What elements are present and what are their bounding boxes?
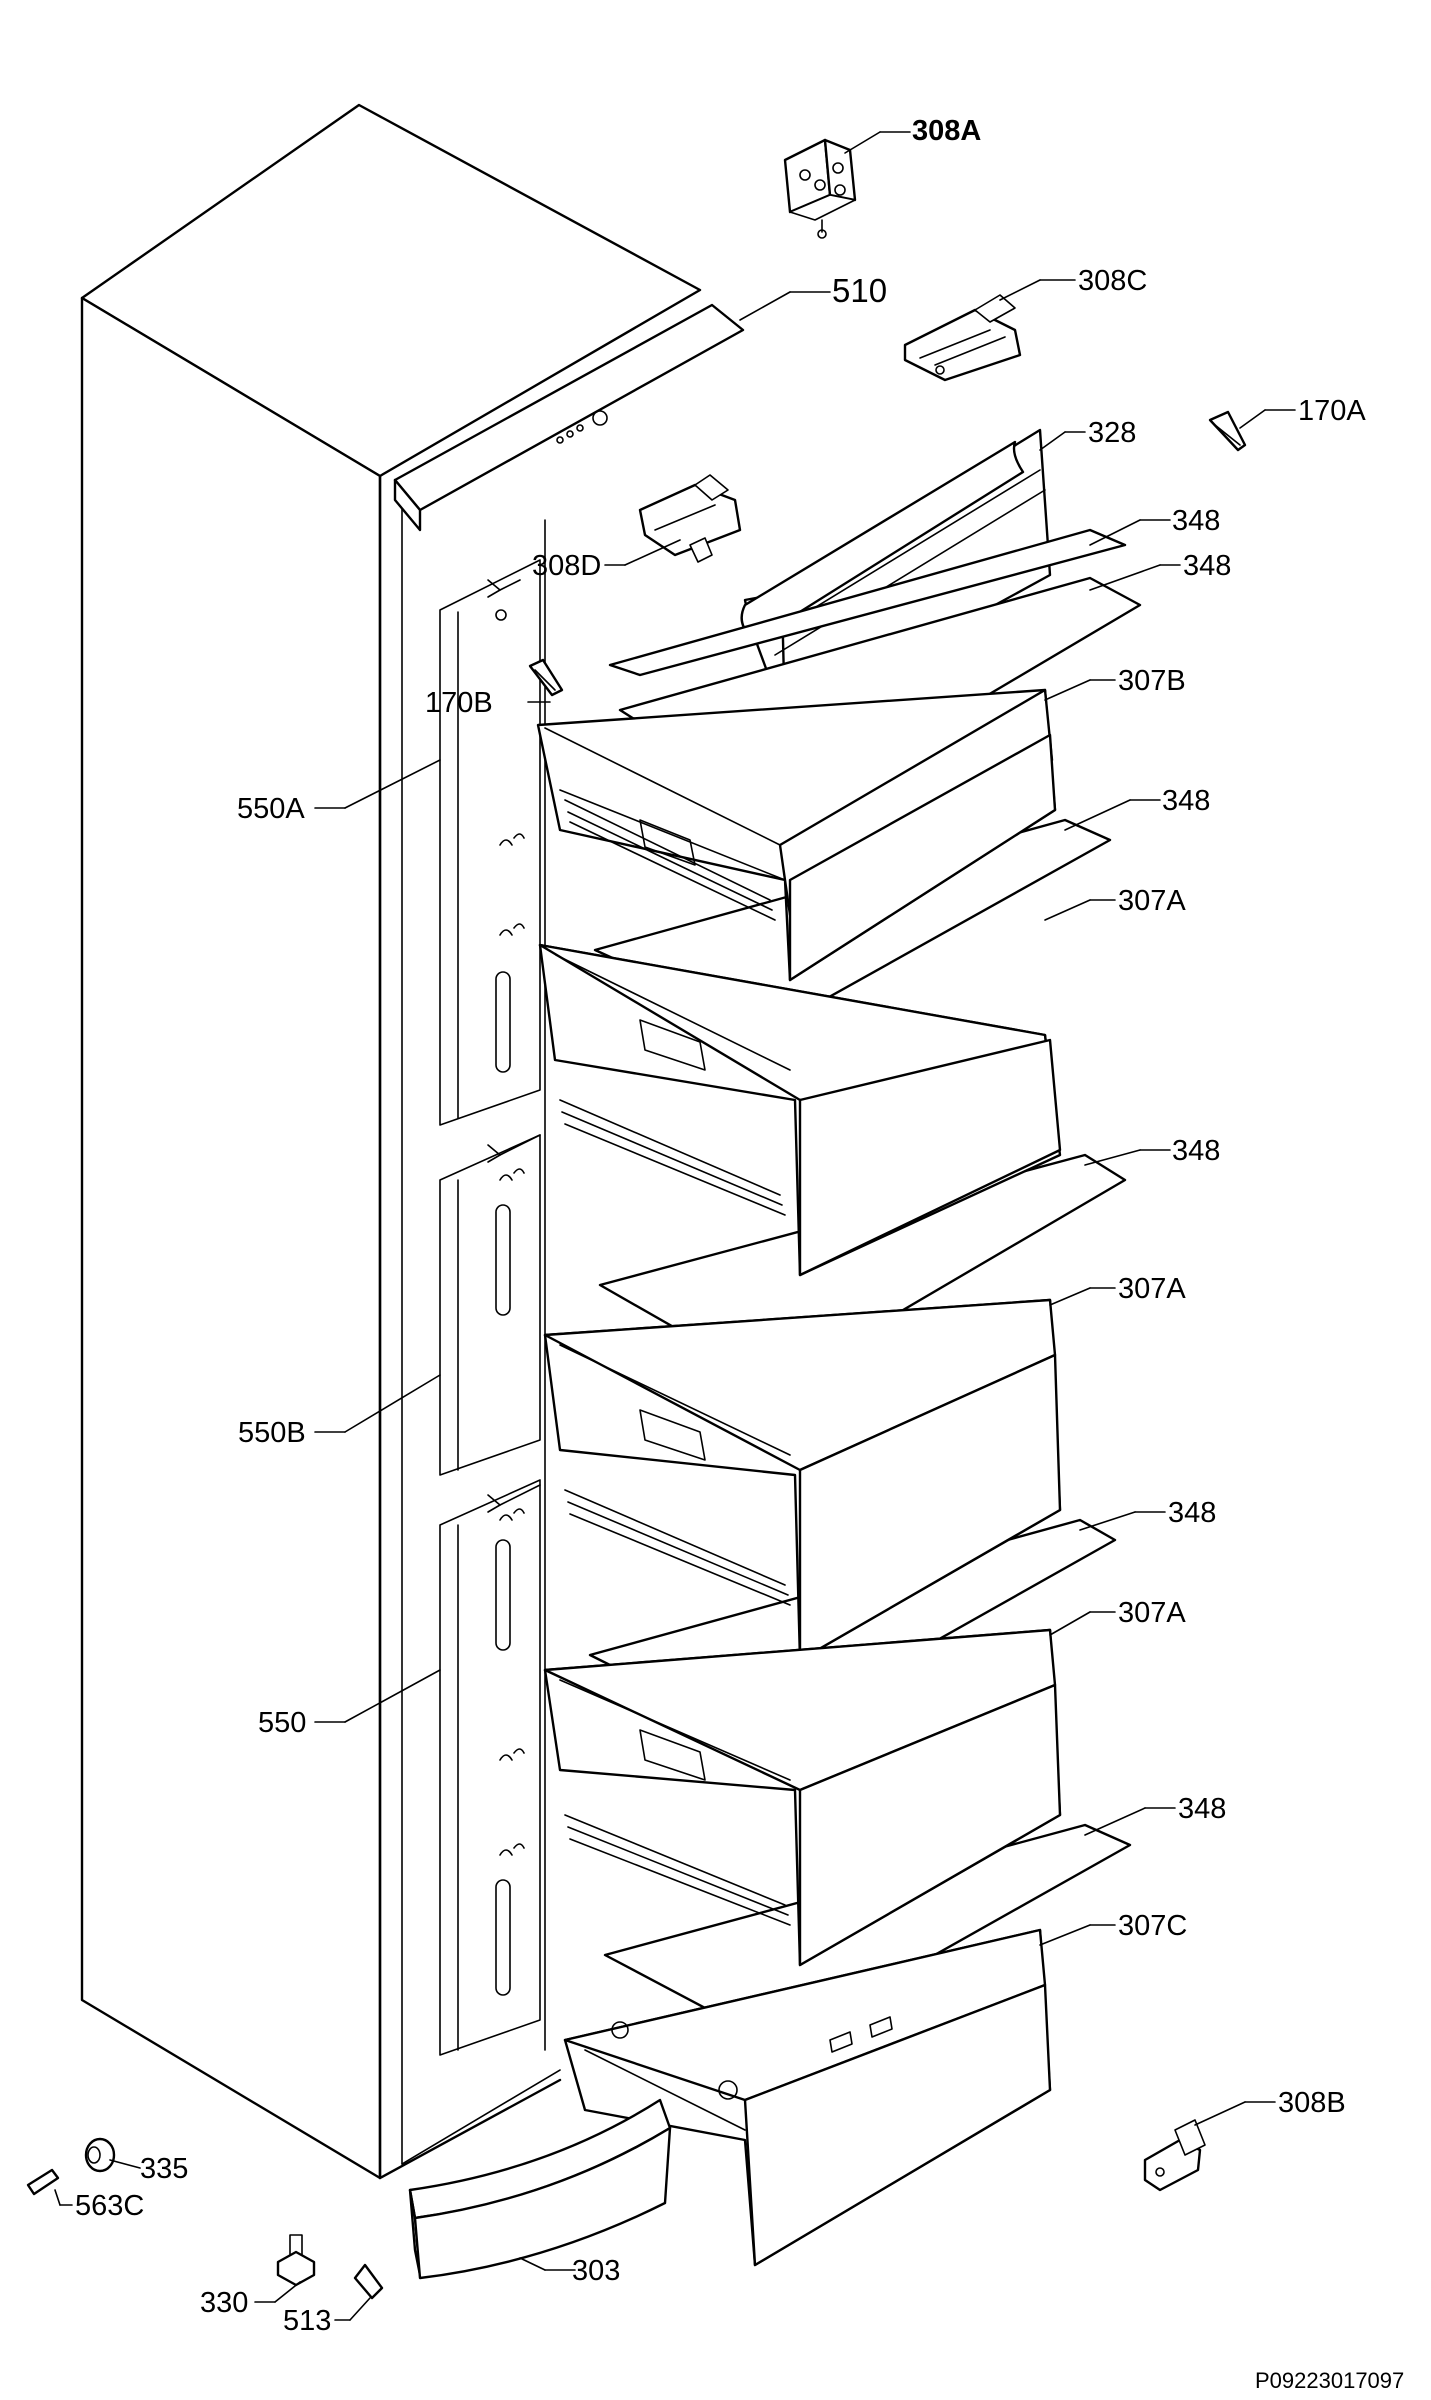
label-307B: 307B <box>1118 665 1186 697</box>
drawer-307A-2 <box>543 1298 1062 1662</box>
label-563C: 563C <box>75 2190 144 2222</box>
label-348-4: 348 <box>1172 1135 1220 1167</box>
label-308A: 308A <box>912 115 981 147</box>
label-335: 335 <box>140 2153 188 2185</box>
hinge-cover-308D <box>638 474 742 563</box>
label-170B: 170B <box>425 687 493 719</box>
label-550B: 550B <box>238 1417 306 1449</box>
label-550A: 550A <box>237 793 305 825</box>
label-307A-3: 307A <box>1118 1597 1186 1629</box>
label-348-2: 348 <box>1183 550 1231 582</box>
control-panel-510 <box>393 303 745 532</box>
label-307A-1: 307A <box>1118 885 1186 917</box>
foot-330 <box>276 2234 316 2287</box>
hinge-308A <box>783 138 857 239</box>
label-307C: 307C <box>1118 1910 1187 1942</box>
clip-170A <box>1208 410 1247 452</box>
label-308B: 308B <box>1278 2087 1346 2119</box>
drawer-307A-1 <box>538 943 1062 1277</box>
label-348-6: 348 <box>1178 1793 1226 1825</box>
drawer-307C <box>563 1928 1052 2267</box>
part-labels: 308A 510 308C 170A 328 348 348 308D 170B… <box>75 115 1404 2393</box>
drawer-307B <box>536 688 1057 982</box>
freezer-cabinet <box>80 103 702 2180</box>
label-550: 550 <box>258 1707 306 1739</box>
drawer-307A-3 <box>543 1628 1062 1967</box>
label-303: 303 <box>572 2255 620 2287</box>
door-liner-panels <box>439 559 541 2056</box>
label-510: 510 <box>832 272 887 309</box>
label-348-1: 348 <box>1172 505 1220 537</box>
label-330: 330 <box>200 2287 248 2319</box>
clip-170B <box>528 658 564 697</box>
label-308D: 308D <box>532 550 601 582</box>
label-348-3: 348 <box>1162 785 1210 817</box>
cap-335 <box>84 2137 116 2173</box>
label-348-5: 348 <box>1168 1497 1216 1529</box>
label-307A-2: 307A <box>1118 1273 1186 1305</box>
reference-code: P09223017097 <box>1255 2368 1404 2393</box>
label-328: 328 <box>1088 417 1136 449</box>
hinge-cover-308C <box>903 294 1022 382</box>
pin-563C <box>26 2168 60 2196</box>
hinge-308B <box>1143 2119 1206 2192</box>
label-513: 513 <box>283 2305 331 2337</box>
leader-lines <box>54 131 1296 2321</box>
label-308C: 308C <box>1078 265 1147 297</box>
bracket-513 <box>353 2263 384 2300</box>
label-170A: 170A <box>1298 395 1366 427</box>
kick-plate-303 <box>408 2098 672 2280</box>
